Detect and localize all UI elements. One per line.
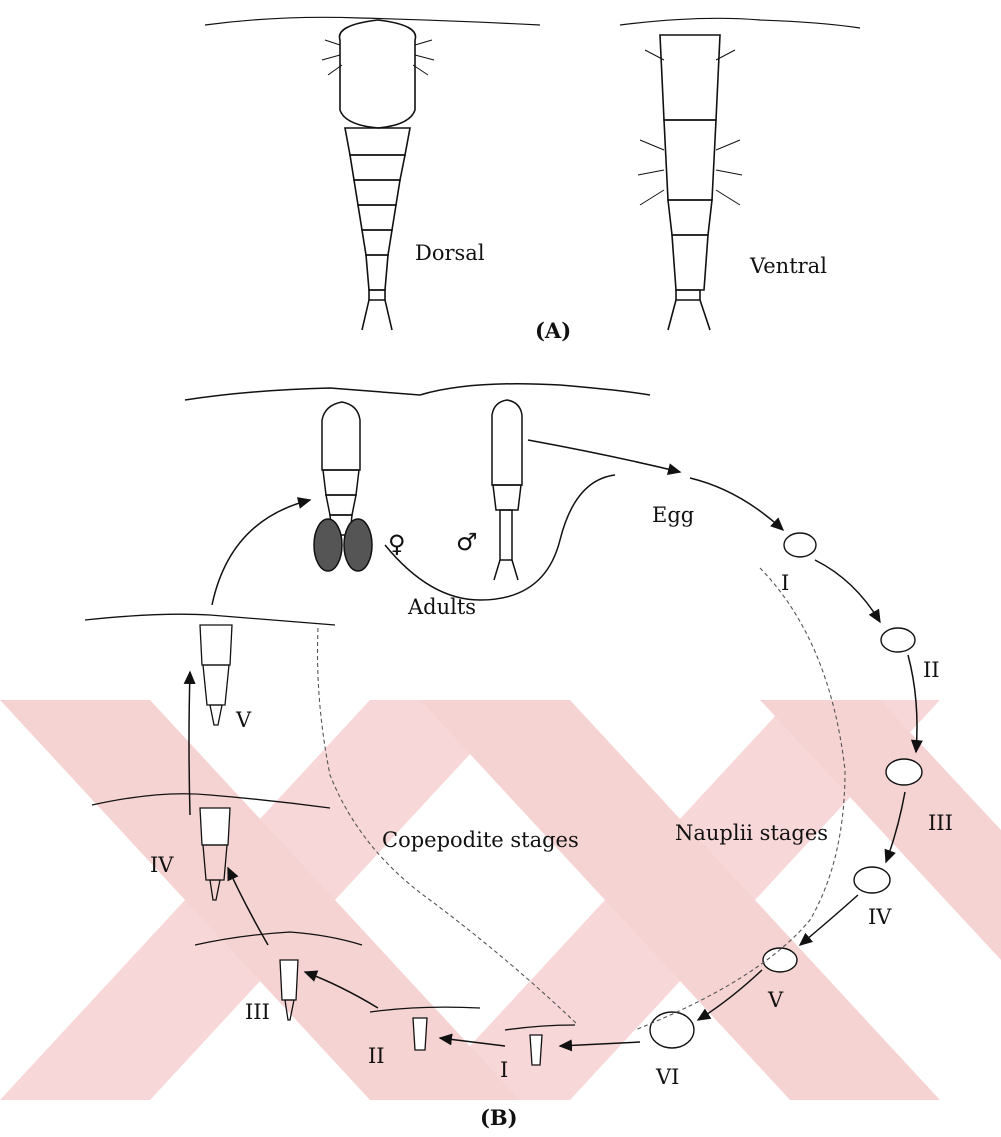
nauplius-stage-label: II bbox=[923, 660, 940, 681]
nauplius-stage-label: IV bbox=[868, 907, 891, 928]
panel-a-label: (A) bbox=[535, 320, 571, 341]
adult-female-copepod bbox=[185, 388, 420, 571]
copepodite-stage-label: V bbox=[236, 710, 251, 731]
dorsal-copepod bbox=[205, 17, 540, 330]
copepodite-stage-label: IV bbox=[150, 855, 173, 876]
ventral-label: Ventral bbox=[750, 256, 827, 277]
copepodite-stage-label: III bbox=[245, 1002, 270, 1023]
male-symbol: ♂ bbox=[456, 530, 478, 554]
adult-male-copepod bbox=[420, 384, 650, 580]
adults-label: Adults bbox=[408, 597, 476, 618]
egg-label: Egg bbox=[652, 505, 694, 526]
watermark bbox=[0, 700, 1001, 1100]
nauplius-stage-label: V bbox=[768, 990, 783, 1011]
panel-b-label: (B) bbox=[480, 1107, 518, 1128]
copepodite-stage-label: I bbox=[500, 1060, 508, 1081]
nauplius-stage-label: I bbox=[781, 573, 789, 594]
copepodite-stage-label: II bbox=[368, 1046, 385, 1067]
copepodite-stages-label: Copepodite stages bbox=[382, 830, 579, 851]
nauplius-stage-label: VI bbox=[656, 1067, 679, 1088]
nauplii-stages-label: Nauplii stages bbox=[675, 823, 828, 844]
dorsal-label: Dorsal bbox=[415, 243, 485, 264]
ventral-copepod bbox=[620, 18, 860, 330]
female-symbol: ♀ bbox=[388, 532, 406, 556]
nauplius-stage-label: III bbox=[928, 813, 953, 834]
